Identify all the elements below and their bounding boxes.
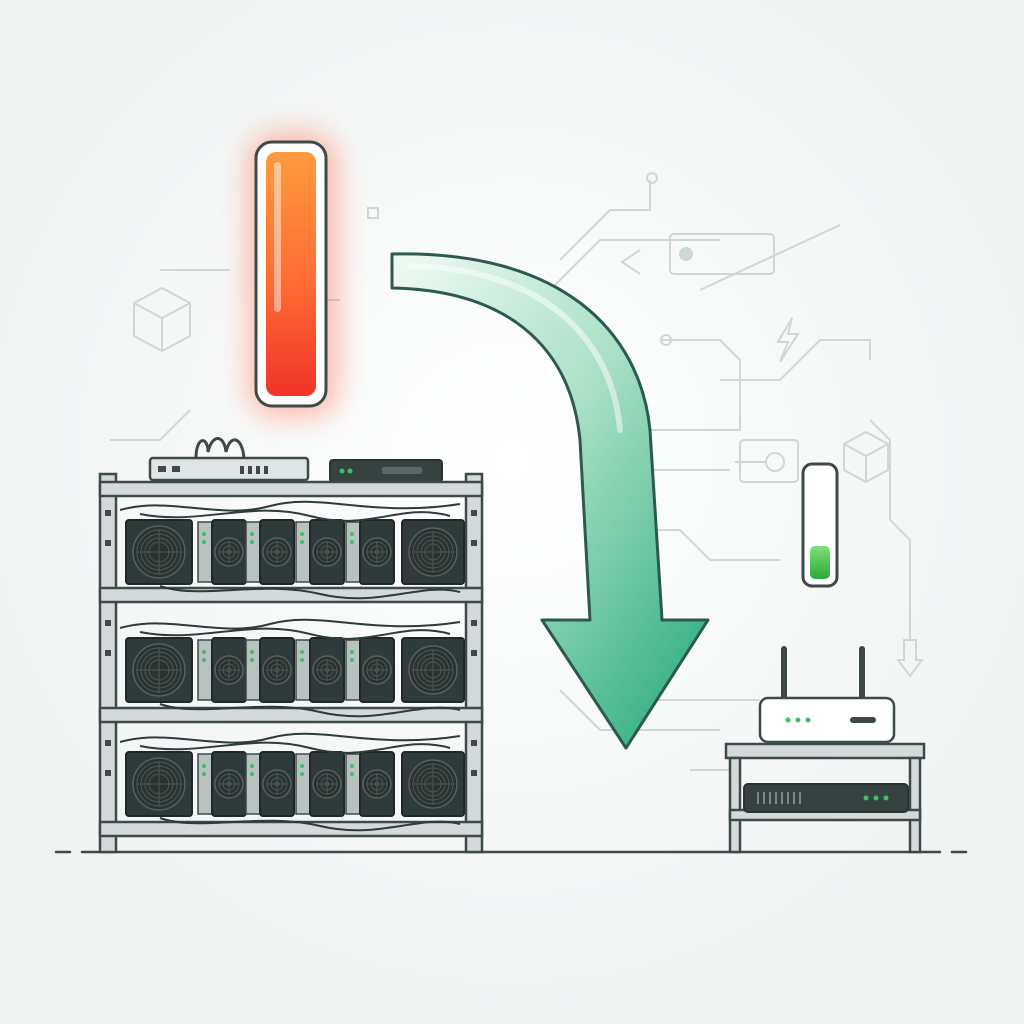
miner-unit [345, 637, 395, 703]
miner-unit [245, 751, 295, 817]
miner-unit [295, 751, 345, 817]
miner-unit [295, 637, 345, 703]
network-box [743, 783, 909, 813]
wifi-router [758, 646, 896, 744]
rig-frame-holes [105, 510, 477, 776]
router-station [724, 646, 926, 854]
miner-unit [345, 751, 395, 817]
high-power-meter [248, 132, 338, 417]
miner-row [119, 732, 465, 832]
download-icon [896, 639, 924, 678]
meter-highlight [274, 162, 281, 312]
miner-unit [125, 751, 193, 817]
cube-icon [843, 430, 889, 484]
lightning-icon [776, 317, 800, 363]
meter-fill [266, 152, 316, 396]
down-arrow [390, 252, 710, 750]
miner-unit [401, 519, 465, 585]
meter-fill [810, 546, 830, 579]
miner-rows [119, 500, 465, 832]
miner-unit [245, 519, 295, 585]
miner-unit [401, 751, 465, 817]
mining-rig [98, 437, 484, 854]
network-switch [148, 437, 310, 482]
cube-icon [133, 286, 191, 353]
low-power-meter [801, 462, 839, 588]
cable-bundle [119, 500, 461, 600]
miner-unit [401, 637, 465, 703]
cable-bundle [119, 732, 461, 832]
miner-unit [197, 751, 247, 817]
miner-unit [245, 637, 295, 703]
miner-unit [197, 637, 247, 703]
cable-bundle [119, 618, 461, 718]
miner-unit [345, 519, 395, 585]
miner-unit [125, 637, 193, 703]
miner-unit [197, 519, 247, 585]
miner-unit [295, 519, 345, 585]
control-box [329, 459, 443, 483]
miner-row [119, 618, 465, 718]
miner-unit [125, 519, 193, 585]
miner-row [119, 500, 465, 600]
